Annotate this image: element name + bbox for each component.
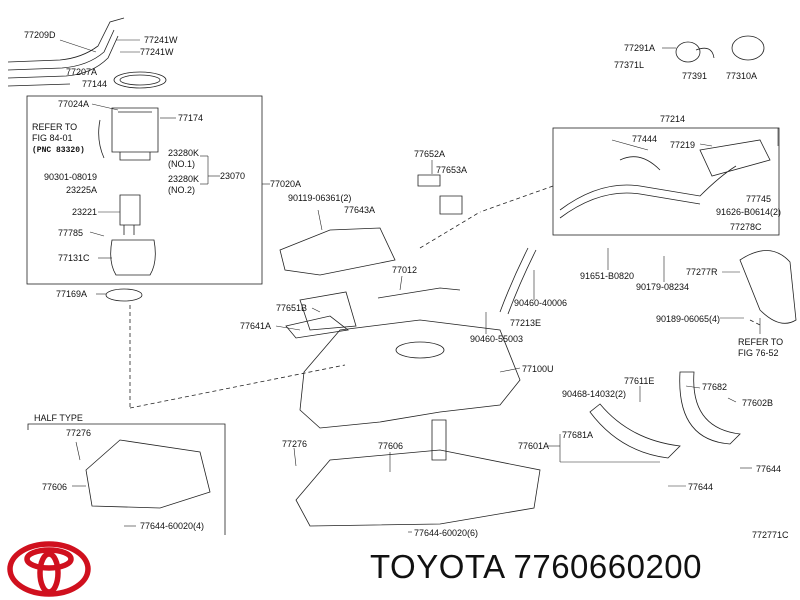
- part-label: 77643A: [344, 205, 375, 215]
- toyota-logo-icon: [7, 541, 91, 597]
- part-label: 77653A: [436, 165, 467, 175]
- fuel-cap-drawing: [731, 35, 765, 61]
- part-label: 77644-60020(4): [140, 521, 204, 531]
- gasket-ring-drawing: [113, 71, 167, 89]
- part-label: 77131C: [58, 253, 90, 263]
- protector-drawing: [739, 250, 797, 324]
- section-title: HALF TYPE: [34, 413, 83, 423]
- part-label: 77207A: [66, 67, 97, 77]
- refer-note: REFER TO: [738, 337, 783, 347]
- part-label: 77644-60020(6): [414, 528, 478, 538]
- part-label: 77681A: [562, 430, 593, 440]
- part-label: 77310A: [726, 71, 757, 81]
- figure-code: 772771C: [752, 530, 789, 540]
- part-label: 77785: [58, 228, 83, 238]
- leader-lines: [59, 39, 779, 533]
- part-label: 77644: [688, 482, 713, 492]
- part-label: (NO.1): [168, 159, 195, 169]
- part-number: 7760660200: [513, 548, 703, 585]
- fuel-pump-drawing: [98, 107, 159, 161]
- part-label: 77611E: [624, 376, 654, 386]
- part-label: 90179-08234: [636, 282, 689, 292]
- part-label: 77651B: [276, 303, 307, 313]
- part-label: 77391: [682, 71, 707, 81]
- part-label: 77144: [82, 79, 107, 89]
- dashed-leaders: [129, 185, 761, 409]
- brand-part-heading: TOYOTA 7760660200: [370, 548, 702, 586]
- part-label: 77276: [66, 428, 91, 438]
- part-label: 77024A: [58, 99, 89, 109]
- part-label: 90119-06361(2): [288, 193, 351, 203]
- part-label: 77641A: [240, 321, 271, 331]
- refer-note: REFER TO: [32, 122, 77, 132]
- part-label: 77209D: [24, 30, 56, 40]
- part-label: 77745: [746, 194, 771, 204]
- part-label: 23280K: [168, 148, 199, 158]
- part-label: 77291A: [624, 43, 655, 53]
- part-label: 91626-B0614(2): [716, 207, 781, 217]
- refer-note: FIG 84-01: [32, 133, 73, 143]
- part-label: 77020A: [270, 179, 301, 189]
- refer-note: FIG 76-52: [738, 348, 779, 358]
- refer-note: (PNC 83320): [32, 146, 85, 155]
- part-label: 77169A: [56, 289, 87, 299]
- part-label: 23221: [72, 207, 97, 217]
- part-label: 77100U: [522, 364, 554, 374]
- part-label: 77444: [632, 134, 657, 144]
- under-cover-drawing-2: [295, 449, 541, 527]
- part-label: 77012: [392, 265, 417, 275]
- part-label: 77606: [42, 482, 67, 492]
- part-label: 23070: [220, 171, 245, 181]
- part-label: 77606: [378, 441, 403, 451]
- bracket-drawing: [279, 227, 396, 276]
- brand-name: TOYOTA: [370, 548, 504, 585]
- part-label: 77682: [702, 382, 727, 392]
- part-label: 77371L: [614, 60, 644, 70]
- part-label: 23225A: [66, 185, 97, 195]
- filter-cup-drawing: [110, 239, 156, 276]
- part-label: (NO.2): [168, 185, 195, 195]
- part-label: 90189-06065(4): [656, 314, 720, 324]
- under-cover-drawing: [85, 439, 211, 509]
- part-label: 77644: [756, 464, 781, 474]
- part-label: 90468-14032(2): [562, 389, 626, 399]
- part-label: 77276: [282, 439, 307, 449]
- part-label: 77278C: [730, 222, 762, 232]
- part-label: 77241W: [140, 47, 174, 57]
- part-label: 77277R: [686, 267, 718, 277]
- part-label: 77601A: [518, 441, 549, 451]
- part-label: 77652A: [414, 149, 445, 159]
- part-label: 91651-B0820: [580, 271, 634, 281]
- part-label: 77219: [670, 140, 695, 150]
- part-label: 90460-55003: [470, 334, 523, 344]
- fuel-tank-drawing: [299, 319, 521, 429]
- filler-pipe-group-box: [552, 127, 780, 236]
- part-label: 77214: [660, 114, 685, 124]
- tank-band-drawing: [589, 403, 681, 459]
- fuel-pump-group-box: [26, 95, 263, 285]
- part-label: 90301-08019: [44, 172, 97, 182]
- part-label: 90460-40006: [514, 298, 567, 308]
- filler-pipe-drawing: [559, 139, 771, 219]
- part-label: 23280K: [168, 174, 199, 184]
- part-label: 77602B: [742, 398, 773, 408]
- part-label: 77213E: [510, 318, 541, 328]
- fuel-tube-drawing: [7, 17, 125, 87]
- o-ring-drawing: [105, 288, 143, 302]
- part-label: 77174: [178, 113, 203, 123]
- half-type-box: [27, 423, 226, 535]
- part-label: 77241W: [144, 35, 178, 45]
